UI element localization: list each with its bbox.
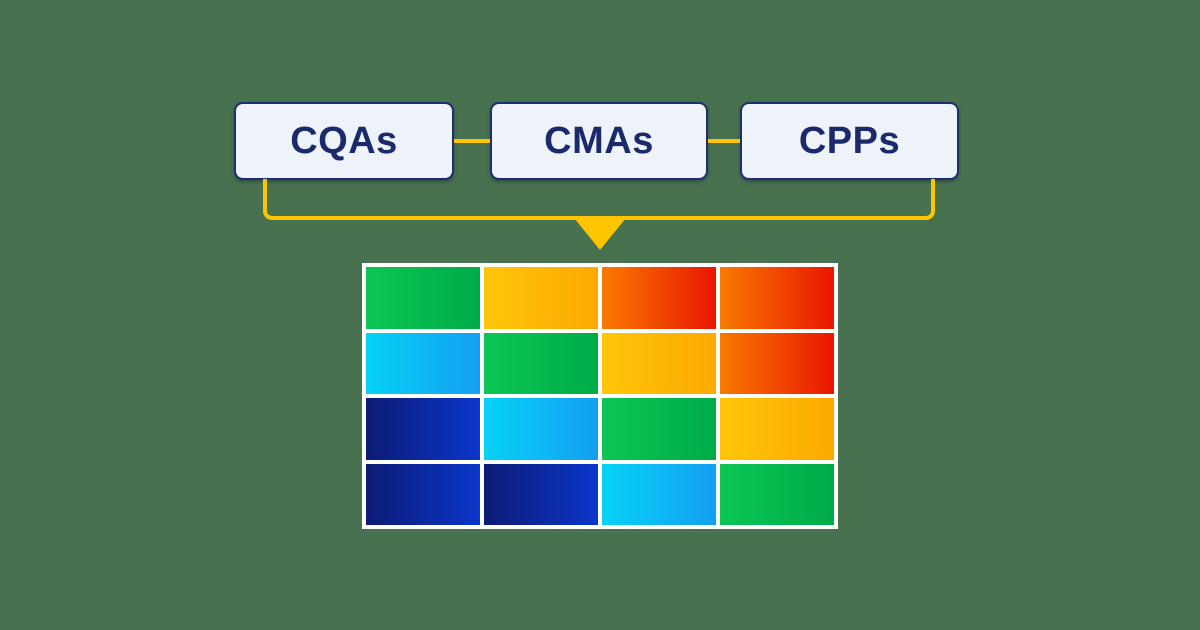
heatmap-cell-green	[602, 398, 716, 460]
heatmap-cell-gold	[602, 332, 716, 394]
connector-cqas-cmas	[454, 139, 490, 143]
heatmap-cell-green	[720, 463, 834, 525]
heatmap-cell-green	[484, 332, 598, 394]
node-cpps-label: CPPs	[798, 119, 901, 162]
heatmap-cell-navy	[366, 398, 480, 460]
heatmap-cell-cyan	[366, 332, 480, 394]
connector-bracket	[263, 179, 935, 220]
node-cpps: CPPs	[740, 102, 959, 180]
heatmap-cell-cyan	[484, 398, 598, 460]
heatmap-cell-green	[366, 267, 480, 329]
node-cmas-label: CMAs	[544, 119, 654, 162]
heatmap-cell-cyan	[602, 463, 716, 525]
arrow-down-icon	[574, 218, 626, 250]
node-cqas-label: CQAs	[290, 119, 398, 162]
node-cmas: CMAs	[490, 102, 708, 180]
heatmap-cell-orange	[720, 332, 834, 394]
risk-heatmap	[362, 263, 838, 529]
heatmap-cell-navy	[366, 463, 480, 525]
heatmap-cell-navy	[484, 463, 598, 525]
heatmap-cell-orange	[720, 267, 834, 329]
heatmap-cell-gold	[720, 398, 834, 460]
heatmap-cell-gold	[484, 267, 598, 329]
node-cqas: CQAs	[234, 102, 454, 180]
connector-cmas-cpps	[708, 139, 740, 143]
heatmap-cell-orange	[602, 267, 716, 329]
